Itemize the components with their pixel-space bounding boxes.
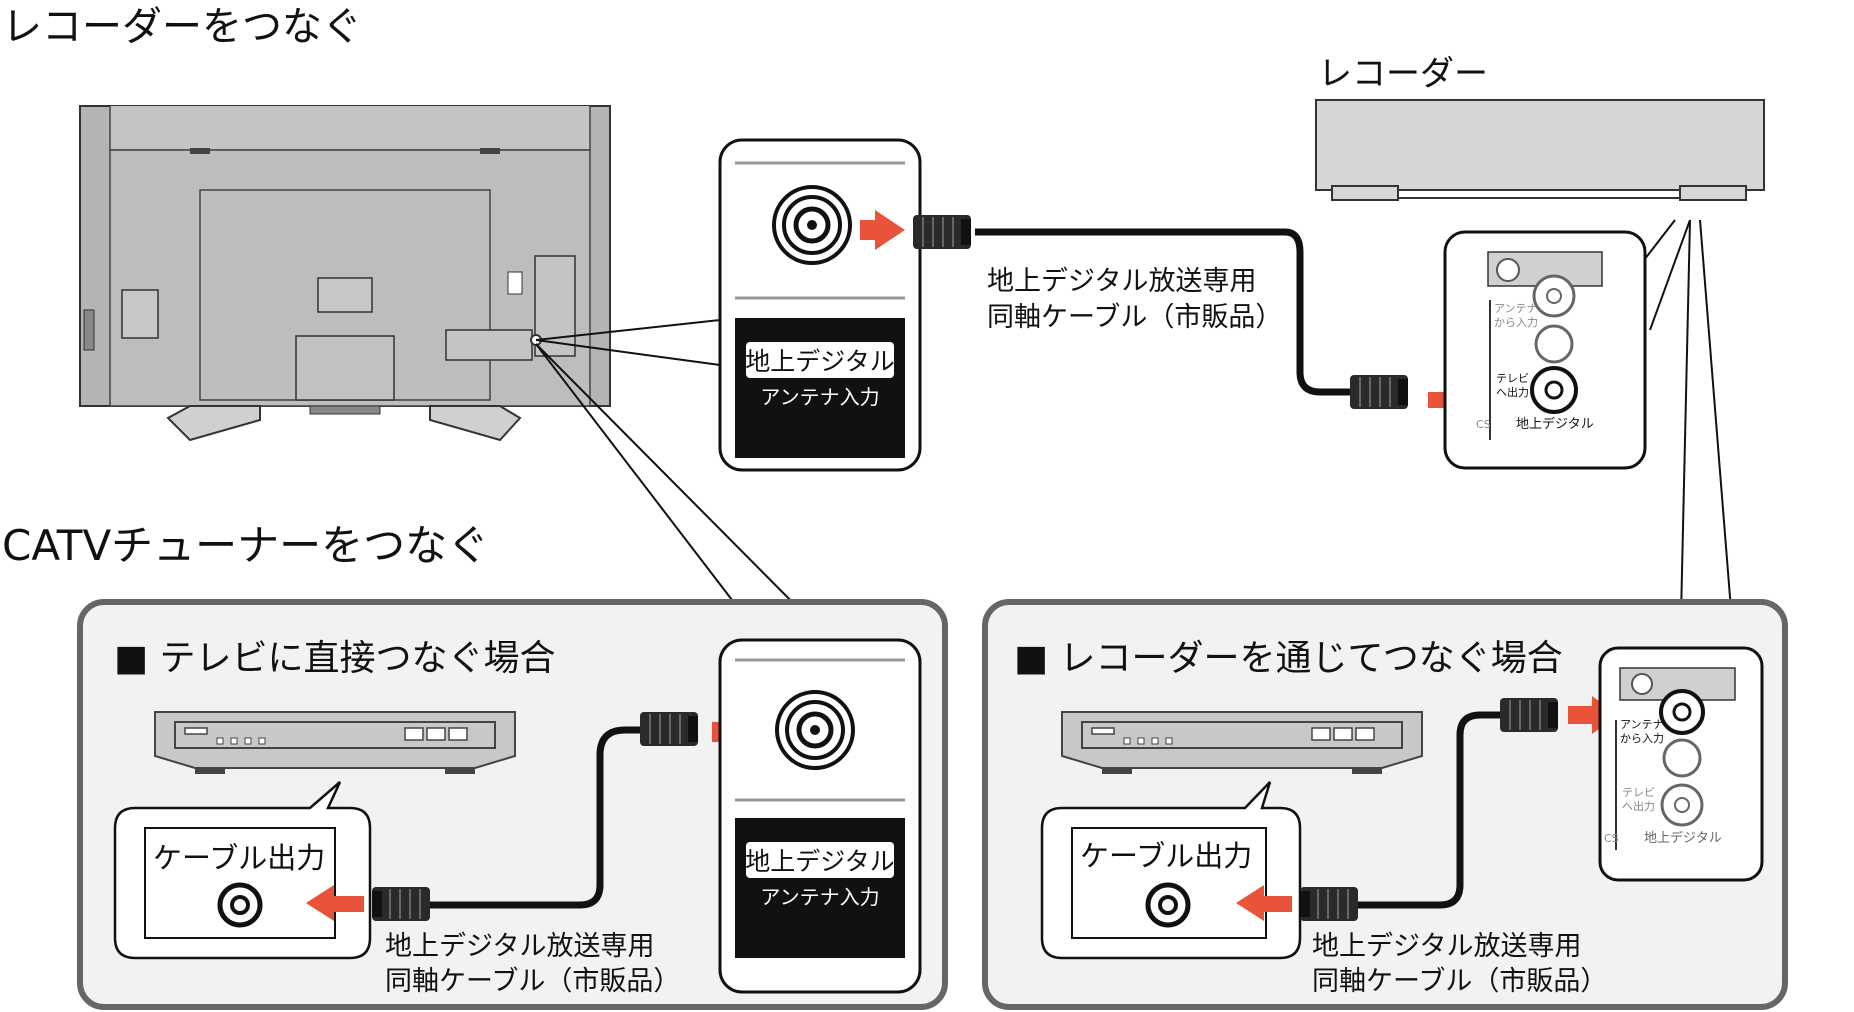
recorder-device: [1315, 99, 1765, 201]
box-via-recorder-title: ■ レコーダーを通じてつなぐ場合: [1014, 638, 1563, 679]
rec-terrestrial-label-bottom: 地上デジタル: [1644, 830, 1722, 846]
rec-antenna-in-label: アンテナ: [1494, 302, 1538, 315]
rec-tv-out-label-bottom: テレビ: [1622, 786, 1655, 799]
cable-label-line1-direct: 地上デジタル放送専用: [385, 931, 654, 962]
tv-terminal-label-bottom: 地上デジタル: [745, 847, 895, 876]
catv-section-heading: CATVチューナーをつなぐ: [2, 521, 489, 570]
box-direct-connection: ■ テレビに直接つなぐ場合 ケーブル出力 地上デジタル放送専用 同軸ケーブル（市…: [77, 599, 948, 1010]
tv-terminal-callout-top: 地上デジタル アンテナ入力: [718, 138, 922, 472]
tv-terminal-sublabel-bottom: アンテナ入力: [760, 885, 879, 909]
tv-back-illustration: [79, 105, 611, 442]
rec-terrestrial-label: 地上デジタル: [1516, 416, 1594, 432]
rec-cs-label-bottom: CS: [1604, 832, 1619, 845]
tv-terminal-label: 地上デジタル: [745, 347, 895, 376]
rec-antenna-in-label-bottom: アンテナ: [1620, 718, 1664, 731]
cable-label-line2-via-recorder: 同軸ケーブル（市販品）: [1312, 966, 1607, 997]
cable-label-line1-via-recorder: 地上デジタル放送専用: [1312, 931, 1581, 962]
recorder-section-heading: レコーダーをつなぐ: [2, 4, 362, 50]
recorder-label: レコーダー: [1318, 54, 1488, 94]
rec-antenna-in-label-bottom: から入力: [1620, 732, 1664, 745]
box-direct-title: ■ テレビに直接つなぐ場合: [114, 638, 555, 679]
tuner-output-label-via-recorder: ケーブル出力: [1080, 839, 1252, 873]
cable-label-line2: 同軸ケーブル（市販品）: [987, 302, 1282, 333]
rec-tv-out-label: テレビ: [1496, 372, 1529, 385]
signal-arrow: [1236, 885, 1292, 921]
cable-label-line1: 地上デジタル放送専用: [987, 266, 1256, 297]
rec-tv-out-label: へ出力: [1496, 385, 1529, 399]
cable-label-line2-direct: 同軸ケーブル（市販品）: [385, 966, 680, 997]
box-via-recorder: ■ レコーダーを通じてつなぐ場合 ケーブル出力 地上デジタル放送専用 同軸ケーブ…: [982, 599, 1788, 1010]
rec-tv-out-label-bottom: へ出力: [1622, 799, 1655, 813]
signal-arrow: [860, 210, 905, 250]
rec-antenna-in-label: から入力: [1494, 316, 1538, 329]
coax-cable-recorder: [912, 214, 1409, 410]
tv-terminal-sublabel: アンテナ入力: [760, 385, 879, 409]
rec-cs-label: CS: [1476, 418, 1491, 431]
tuner-output-label: ケーブル出力: [153, 841, 325, 875]
signal-arrow: [1568, 696, 1618, 734]
signal-arrow: [306, 885, 364, 921]
recorder-terminal-callout-top: アンテナ から入力 テレビ へ出力 CS 地上デジタル: [1443, 230, 1647, 470]
